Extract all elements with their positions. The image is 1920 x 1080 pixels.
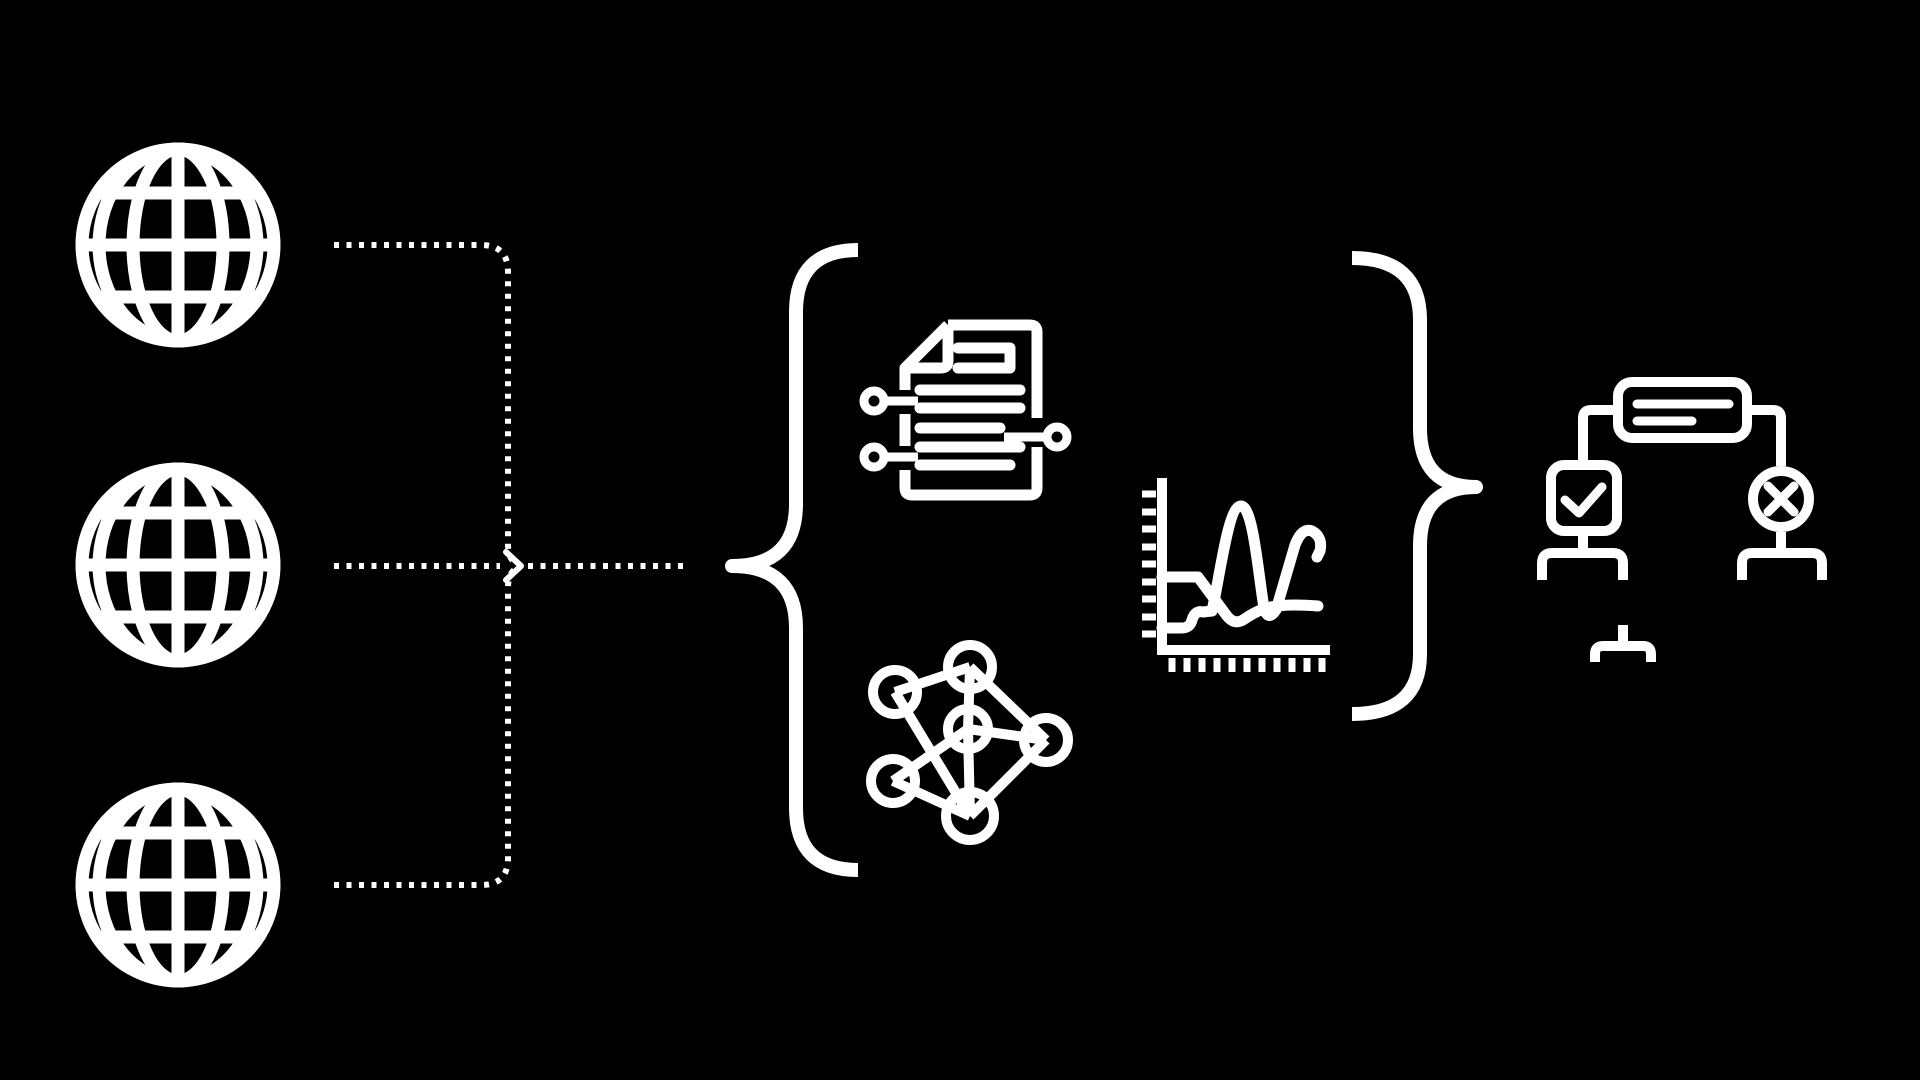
leaf-cross-icon: [1611, 592, 1635, 616]
chart-ticks: [1142, 490, 1326, 672]
leaf-cross-icon: [1810, 592, 1834, 616]
document-outline: [899, 319, 1043, 501]
tree-check-node: [1546, 460, 1622, 536]
globe-icon-middle: [82, 469, 274, 661]
x-axis-arrow-icon: [1327, 637, 1349, 663]
knowledge-graph-icon: [866, 640, 1073, 845]
dotted-connector-top: [334, 242, 521, 568]
tree-root-box: [1613, 377, 1752, 443]
brace-left-icon: [725, 243, 859, 877]
leaf-check-icon: [1582, 667, 1611, 690]
tree-root-text-lines: [1632, 399, 1734, 426]
dotted-connectors: [334, 242, 684, 888]
tree-connectors: [1537, 405, 1827, 662]
globe-icon-bottom: [82, 789, 274, 981]
dotted-connector-bottom: [334, 564, 521, 888]
document-connector-nodes: [859, 386, 1072, 472]
brace-right-icon: [1351, 251, 1483, 721]
chart-line-peak: [1156, 500, 1327, 634]
line-chart-icon: [1142, 460, 1349, 672]
merge-arrow-icon: [503, 549, 524, 583]
decision-tree-icon: [1529, 377, 1834, 691]
tree-cross-node: [1748, 466, 1814, 532]
chart-line-flat: [1156, 571, 1324, 628]
folded-corner: [909, 329, 954, 374]
chart-series: [1156, 500, 1327, 634]
document-text-lines: [914, 342, 1026, 471]
tree-leaves: [1529, 592, 1834, 691]
graph-nodes: [866, 640, 1073, 845]
y-axis-arrow-icon: [1149, 460, 1175, 481]
leaf-check-icon: [1729, 593, 1758, 616]
source-globes: [82, 149, 274, 981]
leaf-check-icon: [1529, 593, 1558, 616]
globe-icon-top: [82, 149, 274, 341]
document-extraction-icon: [859, 319, 1072, 501]
leaf-cross-icon: [1639, 667, 1663, 691]
